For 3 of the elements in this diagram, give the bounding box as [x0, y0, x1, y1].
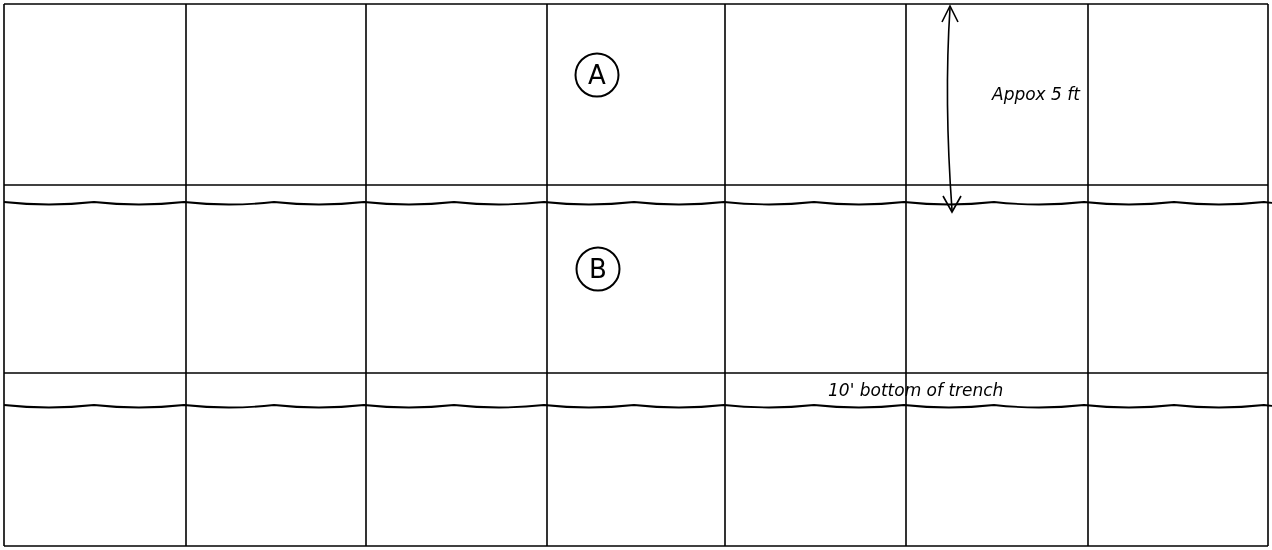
- dimension-label: Appox 5 ft: [992, 84, 1080, 104]
- circled-letter: B: [575, 246, 621, 292]
- circled-letter: A: [574, 52, 620, 98]
